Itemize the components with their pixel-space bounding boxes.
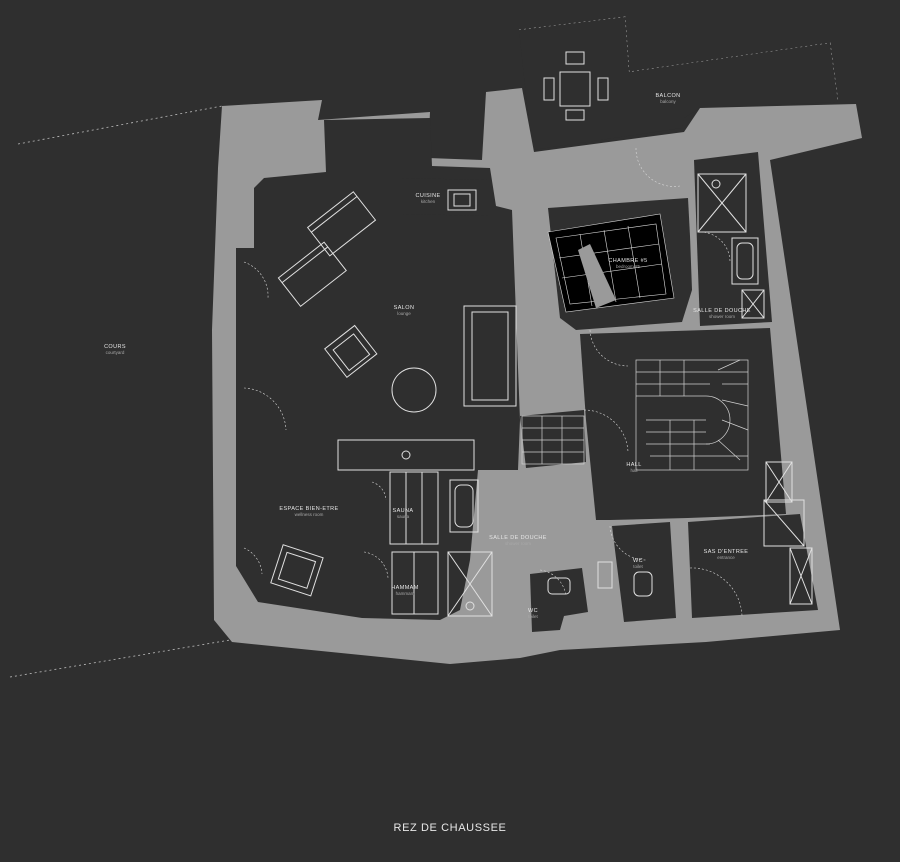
room-name: ESPACE BIEN-ETRE — [279, 506, 339, 512]
room-label-entrance: SAS D'ENTREE entrance — [704, 549, 749, 560]
room-name: SAS D'ENTREE — [703, 549, 749, 555]
room-name: WC — [633, 558, 643, 564]
room-name-en: hall — [630, 468, 638, 474]
room-label-sauna: SAUNA sauna — [393, 508, 414, 519]
room-name-en: toilet — [633, 564, 643, 570]
room-label-kitchen: CUISINE kitchen — [415, 193, 440, 204]
room-label-balcony: BALCON balcony — [655, 93, 680, 104]
room-label-hammam: HAMMAM hammam — [391, 585, 418, 596]
room-name: WC — [528, 608, 538, 614]
room-name-en: sauna — [396, 514, 410, 520]
courtyard-boundary — [9, 105, 231, 678]
room-name: BALCON — [655, 93, 681, 99]
room-name-en: kitchen — [420, 199, 436, 205]
room-label-wellness: ESPACE BIEN-ETRE wellness room — [279, 506, 338, 517]
room-name-en: hammam — [395, 591, 415, 597]
room-label-wc-2: WC toilet — [633, 558, 643, 569]
room-name-en: toilet — [528, 614, 538, 620]
room-name-en: shower room — [708, 314, 735, 320]
room-name-en: courtyard — [105, 350, 125, 356]
room-name: SALLE DE DOUCHE — [489, 535, 547, 541]
room-label-lounge: SALON lounge — [394, 305, 415, 316]
room-name-en: shower room — [504, 541, 531, 547]
room-name: HALL — [626, 462, 642, 468]
room-name-en: wellness room — [294, 512, 324, 518]
staircase — [521, 359, 749, 471]
room-name: COURS — [104, 344, 126, 350]
room-name-en: balcony — [660, 99, 676, 105]
room-name: SALLE DE DOUCHE — [693, 308, 751, 314]
room-label-hall: HALL hall — [626, 462, 641, 473]
plan-title: REZ DE CHAUSSEE — [393, 822, 507, 834]
bedroom-area — [547, 213, 675, 313]
room-name: SALON — [393, 305, 415, 311]
room-name: SAUNA — [392, 508, 414, 514]
balcony-area — [518, 16, 839, 150]
room-label-shower-room-1: SALLE DE DOUCHE shower room — [693, 308, 751, 319]
room-name: HAMMAM — [391, 585, 419, 591]
furniture — [270, 51, 813, 617]
door-swings — [243, 147, 743, 617]
room-name: CHAMBRE #5 — [608, 258, 648, 264]
room-name: CUISINE — [415, 193, 441, 199]
room-name-en: entrance — [717, 555, 735, 561]
room-label-courtyard: COURS courtyard — [104, 344, 126, 355]
room-name-en: bedroom #5 — [615, 264, 641, 270]
room-label-wc-1: WC toilet — [528, 608, 538, 619]
room-label-shower-room-2: SALLE DE DOUCHE shower room — [489, 535, 547, 546]
room-label-bedroom: CHAMBRE #5 bedroom #5 — [608, 258, 647, 269]
room-name-en: lounge — [397, 311, 411, 317]
